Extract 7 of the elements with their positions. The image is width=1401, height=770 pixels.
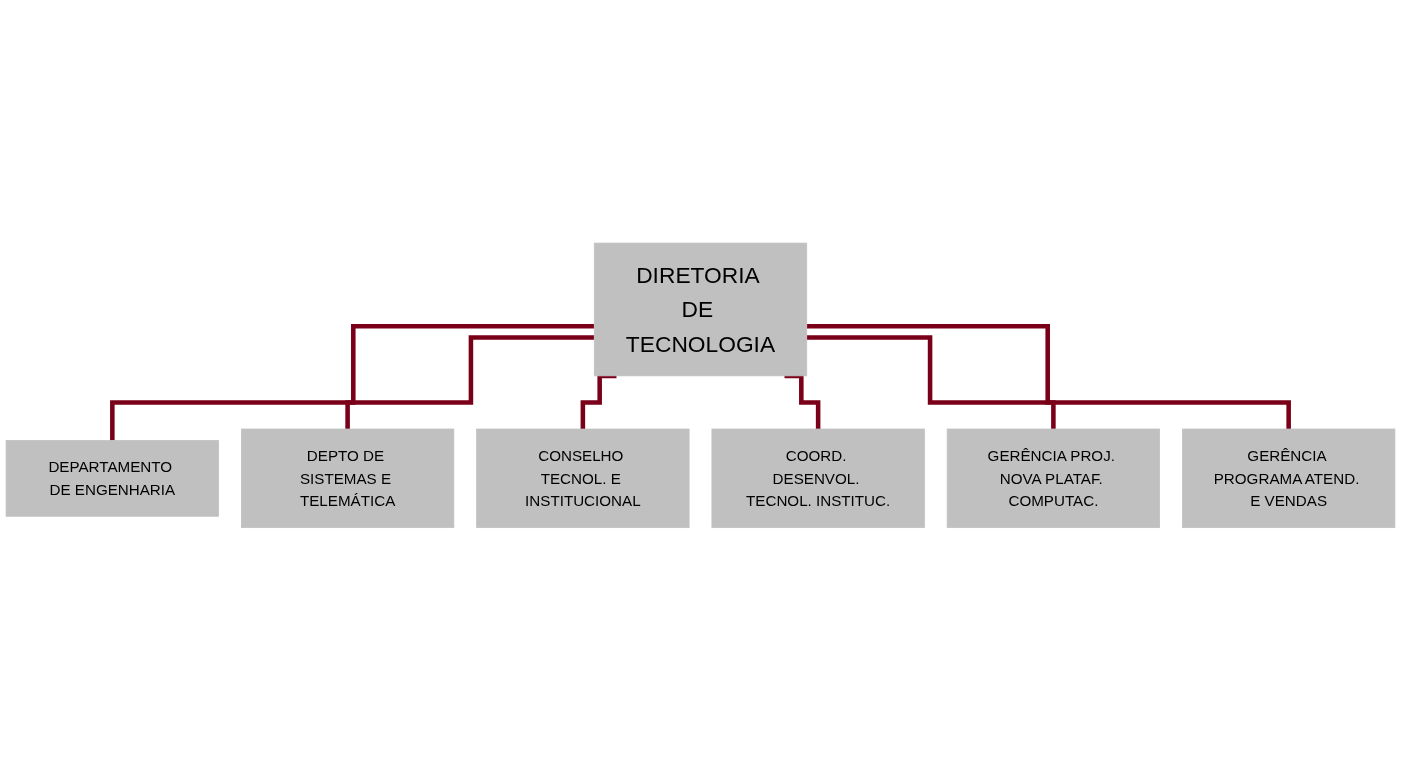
node-box: DEPTO DE SISTEMAS E TELEMÁTICA xyxy=(241,428,455,528)
node-box: DEPARTAMENTO DE ENGENHARIA xyxy=(5,439,219,517)
node-box: GERÊNCIA PROJ. NOVA PLATAF. COMPUTAC. xyxy=(946,428,1161,528)
node-box: GERÊNCIA PROGRAMA ATEND. E VENDAS xyxy=(1182,428,1396,528)
node-box: CONSELHO TECNOL. E INSTITUCIONAL xyxy=(476,428,690,528)
node-box: COORD. DESENVOL. TECNOL. INSTITUC. xyxy=(711,428,925,528)
node-box: DIRETORIA DE TECNOLOGIA xyxy=(593,242,808,376)
